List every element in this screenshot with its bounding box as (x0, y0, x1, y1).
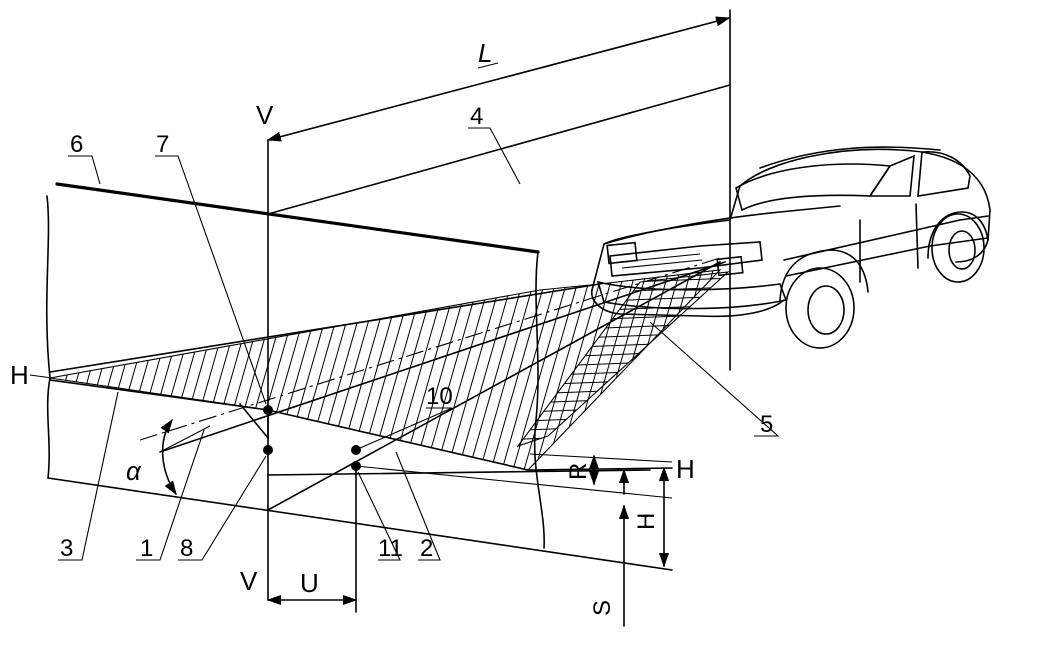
hatch-line (518, 384, 728, 396)
cutoff-line (267, 409, 529, 471)
hatch-line (435, 270, 497, 470)
leader-lines (29, 127, 780, 561)
hatch-line (402, 270, 464, 470)
hatch-line (666, 270, 720, 470)
hatch-line (633, 270, 695, 470)
hatch-line (589, 270, 651, 470)
hatch-line (193, 270, 255, 470)
hatch-line (215, 270, 277, 470)
hatch-line (567, 270, 629, 470)
hatch-line (116, 270, 178, 470)
point-10 (351, 445, 361, 455)
hatch-line (424, 270, 486, 470)
hatch-line (259, 270, 321, 470)
label-S: S (589, 600, 616, 616)
hatch-line (518, 438, 728, 446)
labels: L V V H H U α R H S 1 2 3 4 5 6 7 8 10 1… (10, 38, 773, 616)
label-5: 5 (760, 411, 773, 438)
label-alpha: α (126, 456, 142, 486)
hatch-line (518, 393, 728, 405)
hatch-line (518, 366, 728, 378)
hatch-line (413, 270, 475, 470)
dimension-L (266, 16, 731, 142)
lower-beam-line (267, 261, 721, 511)
road-edge-line (267, 469, 651, 476)
hatch-line (534, 270, 596, 470)
hatch-line (523, 270, 585, 470)
hatch-line (160, 270, 222, 470)
label-4: 4 (470, 103, 483, 130)
label-2: 2 (420, 535, 433, 562)
car-drawing (591, 146, 991, 349)
label-R: R (565, 463, 592, 480)
label-3: 3 (60, 535, 73, 562)
hatch-line (490, 270, 552, 470)
hatch-line (303, 270, 365, 470)
hatch-line (281, 270, 343, 470)
hatch-line (314, 270, 376, 470)
dimension-arrows (588, 454, 670, 627)
hatch-line (600, 270, 662, 470)
label-6: 6 (70, 131, 83, 158)
hatch-line (755, 260, 815, 470)
hatch-line (518, 348, 728, 360)
hatch-line (512, 270, 574, 470)
hatch-line (325, 270, 387, 470)
hatch-line (710, 270, 720, 470)
hatch-line (138, 270, 200, 470)
hatch-line (248, 270, 310, 470)
label-H-height: H (633, 513, 660, 530)
point-8 (263, 445, 273, 455)
label-10: 10 (426, 383, 453, 410)
hatch-line (127, 270, 189, 470)
hatch-line (545, 270, 607, 470)
hatch-line (518, 420, 728, 432)
label-U: U (300, 568, 319, 598)
angle-alpha (159, 418, 211, 496)
beam-line-to-lamp (159, 261, 726, 453)
hatch-line (644, 270, 706, 470)
hatch-line (446, 270, 508, 470)
label-V-bottom: V (240, 566, 258, 596)
hatch-line (105, 270, 167, 470)
hatch-line (518, 429, 728, 441)
hatch-line (722, 260, 782, 470)
hatch-line (270, 270, 332, 470)
label-H-right: H (676, 454, 695, 484)
hatch-line (292, 270, 354, 470)
hatch-line (204, 270, 266, 470)
reference-points (263, 405, 361, 471)
hatch-line (457, 270, 519, 470)
reference-lines (355, 453, 673, 499)
label-H-left: H (10, 360, 29, 390)
hatch-line (50, 270, 112, 470)
hatch-line (391, 270, 453, 470)
label-11: 11 (378, 535, 403, 562)
left-beam-road-pattern (516, 271, 730, 448)
point-7 (263, 405, 273, 415)
hatch-line (182, 270, 244, 470)
point-11 (351, 461, 361, 471)
hatch-line (611, 270, 673, 470)
hatch-line (733, 260, 793, 470)
screen-panel (45, 182, 673, 571)
label-L: L (478, 38, 492, 68)
dimension-U (266, 465, 358, 613)
label-V-top: V (256, 100, 274, 130)
hatch-line (677, 270, 720, 470)
label-8: 8 (180, 535, 193, 562)
hatch-line (518, 402, 728, 414)
label-7: 7 (156, 131, 169, 158)
label-1: 1 (140, 535, 153, 562)
hatch-line (468, 270, 530, 470)
optical-axis (139, 257, 721, 441)
hatch-line (744, 260, 804, 470)
hatch-line (622, 270, 684, 470)
horizontal-plane (267, 9, 731, 371)
hatch-line (226, 270, 288, 470)
